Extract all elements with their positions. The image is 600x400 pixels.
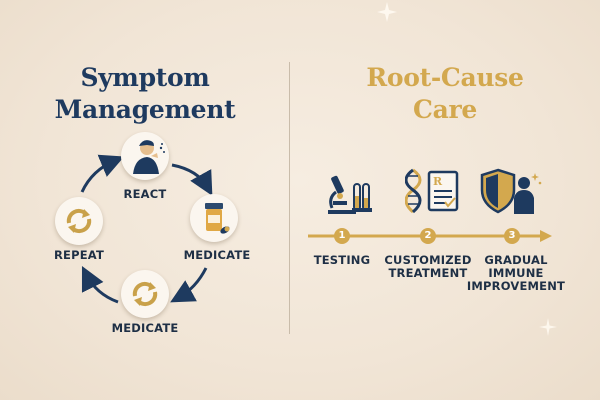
step-number-1: 1 [334,228,350,244]
pill-bottle-icon [205,203,230,234]
cycle-label-medicate-right: MEDICATE [183,248,251,262]
root-cause-care-title: Root-Cause Care [290,62,600,126]
step-label-gradual-immune-improvement: GRADUAL IMMUNE IMPROVEMENT [466,253,566,293]
medicate-node-right [190,194,238,242]
repeat-node [55,197,103,245]
svg-text:R: R [433,175,443,188]
cycle-label-repeat: REPEAT [53,248,105,262]
title-line-2: Care [413,95,477,124]
cycle-arrows-icon [66,208,92,234]
cycle-arrows-icon [132,281,158,307]
root-cause-care-panel: Root-Cause Care R [290,0,600,400]
symptom-management-title: Symptom Management [0,62,290,126]
cycle-arrow-react-to-medicate [171,163,213,196]
sparkle-icon [377,2,397,22]
shield-person-icon [480,168,542,214]
dna-prescription-icon: R [405,168,459,214]
panel-divider [289,62,290,334]
cycle-arrow-medicate-to-bottom [170,267,208,303]
step-number-2: 2 [420,228,436,244]
cycle-arrow-bottom-to-repeat [81,265,119,304]
step-number-3: 3 [504,228,520,244]
person-coughing-icon [133,140,165,174]
step-label-testing: TESTING [313,253,371,267]
react-node [121,132,169,180]
cycle-arrows [80,154,213,304]
microscope-test-tubes-icon [328,175,372,214]
cycle-arrow-repeat-to-react [80,154,125,193]
title-line-2: Management [54,95,236,124]
cycle-label-medicate-bottom: MEDICATE [111,321,179,335]
symptom-management-panel: Symptom Management REACT [0,0,290,400]
step-label-customized-treatment: CUSTOMIZED TREATMENT [384,253,472,280]
medicate-node-bottom [121,270,169,318]
cycle-label-react: REACT [123,187,167,201]
title-line-1: Root-Cause [366,63,524,92]
title-line-1: Symptom [80,63,210,92]
sparkle-icon [539,318,557,336]
